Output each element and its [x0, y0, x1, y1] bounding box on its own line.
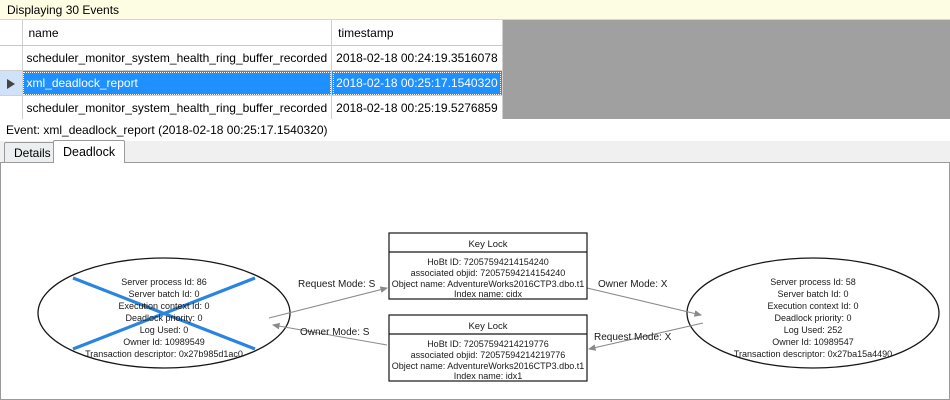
resource-bottom-line-2: Object name: AdventureWorks2016CTP3.dbo.… [392, 361, 584, 371]
process-node-right[interactable]: Server process Id: 58 Server batch Id: 0… [686, 257, 940, 369]
process-right-line-5: Owner Id: 10989547 [772, 337, 854, 347]
table-row-selected[interactable]: xml_deadlock_report 2018-02-18 00:25:17.… [0, 70, 503, 96]
resource-bottom-title: Key Lock [468, 321, 507, 332]
table-row[interactable]: scheduler_monitor_system_health_ring_buf… [0, 45, 503, 71]
resource-node-top[interactable]: Key Lock HoBt ID: 72057594214154240 asso… [388, 232, 588, 300]
cell-timestamp[interactable]: 2018-02-18 00:24:19.3516078 [331, 45, 503, 71]
column-header-selector[interactable] [0, 20, 23, 46]
row-selector-cell[interactable] [0, 45, 23, 71]
tab-deadlock[interactable]: Deadlock [53, 140, 126, 163]
process-left-line-6: Transaction descriptor: 0x27b985d1ac0 [85, 349, 243, 359]
process-left-line-2: Execution context Id: 0 [118, 301, 209, 311]
process-left-line-4: Log Used: 0 [140, 325, 189, 335]
edge-label-top-owner-right: Owner Mode: X [598, 279, 668, 290]
process-right-line-1: Server batch Id: 0 [777, 289, 848, 299]
cell-timestamp[interactable]: 2018-02-18 00:25:19.5276859 [331, 95, 503, 119]
resource-top-line-0: HoBt ID: 72057594214154240 [427, 257, 549, 267]
row-arrow-icon [6, 78, 15, 89]
edge-label-right-request-bottom: Request Mode: X [594, 332, 672, 343]
victim-cross-icon [72, 276, 256, 351]
edge-left-request-top: Request Mode: S [268, 279, 389, 319]
process-right-line-2: Execution context Id: 0 [767, 301, 858, 311]
process-right-line-4: Log Used: 252 [784, 325, 843, 335]
cell-name[interactable]: scheduler_monitor_system_health_ring_buf… [22, 95, 333, 119]
cell-name[interactable]: xml_deadlock_report [22, 70, 333, 96]
table-header-row: name timestamp [0, 20, 503, 46]
deadlock-graph-canvas[interactable]: Server process Id: 86 Server batch Id: 0… [0, 163, 950, 400]
cell-name[interactable]: scheduler_monitor_system_health_ring_buf… [22, 45, 333, 71]
event-header-label: Event: xml_deadlock_report (2018-02-18 0… [6, 123, 328, 137]
process-node-left[interactable]: Server process Id: 86 Server batch Id: 0… [37, 257, 291, 369]
column-header-name[interactable]: name [22, 20, 333, 46]
process-left-line-5: Owner Id: 10989549 [123, 337, 205, 347]
events-table: name timestamp scheduler_monitor_system_… [0, 20, 503, 119]
process-left-line-3: Deadlock priority: 0 [125, 313, 202, 323]
process-left-line-1: Server batch Id: 0 [128, 289, 199, 299]
resource-bottom-line-3: Index name: idx1 [454, 371, 523, 381]
tab-strip: Details Deadlock [0, 140, 950, 163]
event-header: Event: xml_deadlock_report (2018-02-18 0… [0, 119, 950, 141]
edge-label-bottom-owner-left: Owner Mode: S [300, 327, 370, 338]
deadlock-graph-svg: Server process Id: 86 Server batch Id: 0… [37, 232, 940, 382]
process-left-line-0: Server process Id: 86 [121, 277, 207, 287]
events-count-banner: Displaying 30 Events [0, 0, 950, 20]
resource-top-line-1: associated objid: 72057594214154240 [411, 268, 566, 278]
resource-bottom-box [388, 314, 588, 382]
edge-right-request-bottom: Request Mode: X [587, 322, 704, 351]
process-ellipse-right [686, 257, 940, 369]
process-right-line-0: Server process Id: 58 [770, 277, 856, 287]
cell-timestamp[interactable]: 2018-02-18 00:25:17.1540320 [331, 70, 503, 96]
resource-bottom-line-0: HoBt ID: 72057594214219776 [427, 339, 549, 349]
edge-label-left-request-top: Request Mode: S [298, 279, 376, 290]
column-header-timestamp[interactable]: timestamp [331, 20, 503, 46]
resource-top-title: Key Lock [468, 239, 507, 250]
row-selector-cell[interactable] [0, 70, 23, 96]
edge-top-owner-right: Owner Mode: X [586, 279, 703, 317]
resource-top-line-2: Object name: AdventureWorks2016CTP3.dbo.… [392, 279, 584, 289]
resource-top-line-3: Index name: cidx [454, 289, 523, 299]
process-right-line-3: Deadlock priority: 0 [774, 313, 851, 323]
row-selector-cell[interactable] [0, 95, 23, 119]
table-row[interactable]: scheduler_monitor_system_health_ring_buf… [0, 95, 503, 119]
events-grid[interactable]: name timestamp scheduler_monitor_system_… [0, 20, 950, 119]
events-count-label: Displaying 30 Events [7, 2, 120, 17]
resource-top-box [388, 232, 588, 300]
resource-bottom-line-1: associated objid: 72057594214219776 [411, 350, 566, 360]
process-right-line-6: Transaction descriptor: 0x27ba15a4490 [734, 349, 892, 359]
edge-bottom-owner-left: Owner Mode: S [271, 322, 388, 346]
resource-node-bottom[interactable]: Key Lock HoBt ID: 72057594214219776 asso… [388, 314, 588, 382]
